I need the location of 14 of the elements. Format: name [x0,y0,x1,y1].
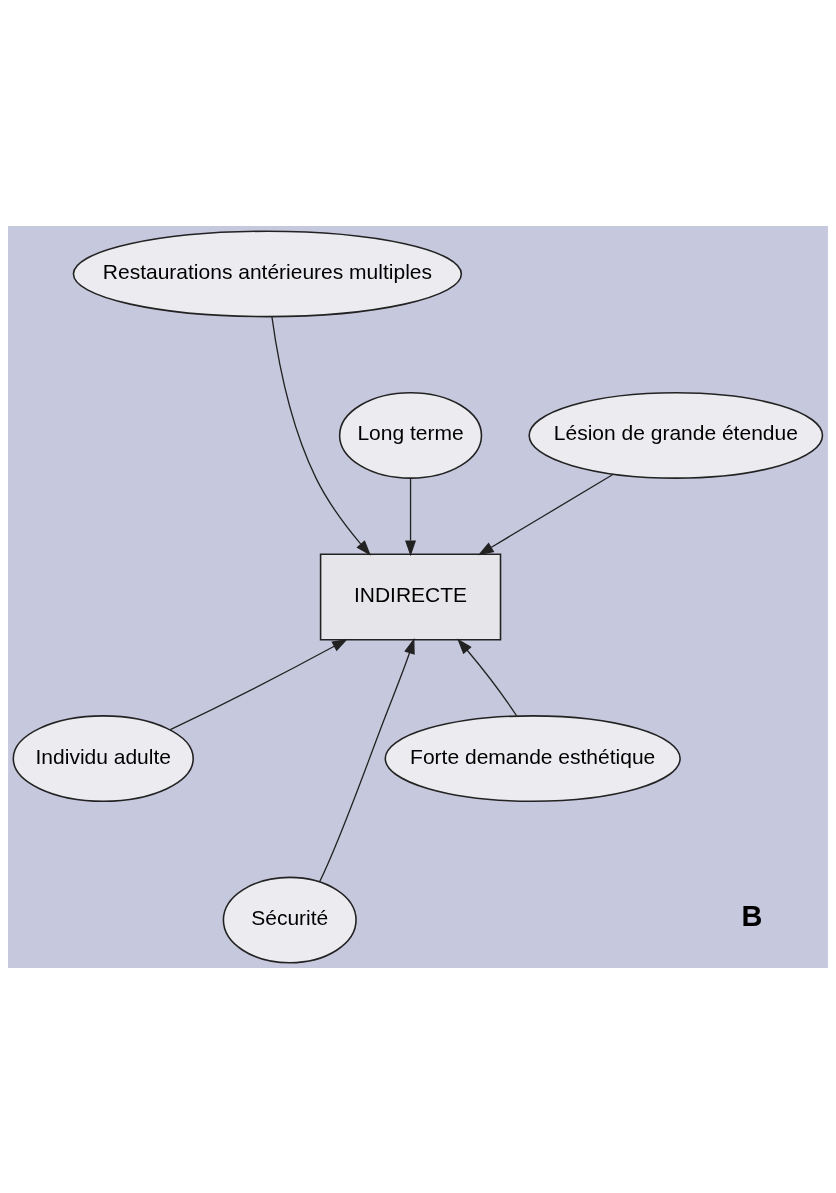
arrow [405,477,417,556]
arrow [169,638,348,730]
node-ellipse: Individu adulte [12,714,194,802]
arrow [318,637,415,883]
node-box: INDIRECTE [319,553,502,640]
node-ellipse: Sécurité [222,876,357,964]
node-ellipse: Restaurations antérieures multiples [72,229,463,317]
node-ellipse: Lésion de grande étendue [528,391,824,479]
node-ellipse: Long terme [338,391,483,479]
label: B [741,899,763,932]
arrow [477,473,614,555]
node-ellipse: Forte demande esthétique [384,714,681,802]
arrow [457,638,518,716]
arrow [271,315,371,556]
